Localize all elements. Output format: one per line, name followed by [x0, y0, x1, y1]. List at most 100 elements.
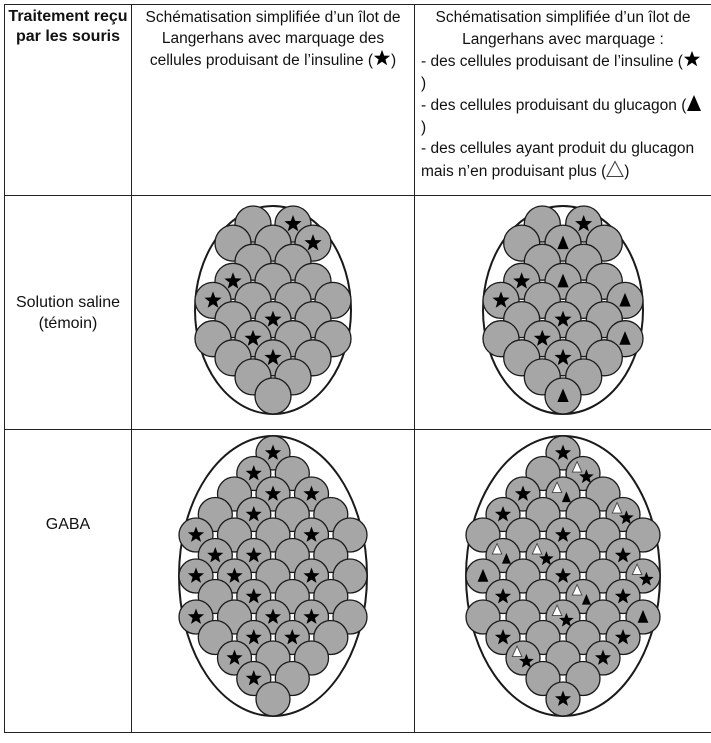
row-saline-label-cell: Solution saline (témoin) [4, 195, 132, 430]
islet-saline-multi-diagram [482, 205, 644, 415]
glucagon-triangle-icon [637, 609, 649, 623]
row-gaba: GABA [4, 429, 711, 733]
insulin-star-icon [554, 690, 572, 706]
insulin-star-icon [519, 653, 534, 668]
hollow-triangle-icon [606, 159, 625, 177]
insulin-star-icon [226, 567, 243, 583]
former-glucagon-triangle-icon [531, 542, 543, 555]
islet-gaba-insulin-diagram [178, 435, 368, 717]
header-insulin-marking: Schématisation simplifiée d’un îlot de L… [145, 9, 401, 69]
insulin-star-icon [513, 272, 531, 289]
header-multi-intro: Schématisation simplifiée d’un îlot de L… [435, 9, 691, 48]
former-glucagon-triangle-icon [571, 583, 583, 596]
insulin-star-icon [284, 215, 302, 232]
insulin-star-icon [264, 348, 282, 366]
legend-item-former-glucagon: - des cellules ayant produit du glucagon… [421, 140, 695, 180]
insulin-star-icon [492, 291, 510, 308]
insulin-star-icon [554, 310, 572, 327]
glucagon-triangle-icon [619, 292, 631, 307]
former-glucagon-triangle-icon [611, 501, 623, 514]
header-multi-marking: Schématisation simplifiée d’un îlot de L… [415, 5, 711, 182]
insulin-star-icon [204, 291, 222, 308]
insulin-star-icon [245, 465, 262, 481]
insulin-star-icon [245, 547, 262, 563]
former-glucagon-triangle-icon [511, 645, 523, 657]
insulin-star-icon [264, 608, 282, 624]
insulin-star-icon [575, 215, 593, 232]
insulin-star-icon [494, 588, 512, 604]
insulin-star-icon [514, 485, 532, 501]
header-insulin-cell: Schématisation simplifiée d’un îlot de L… [131, 4, 415, 196]
insulin-star-icon [303, 485, 320, 501]
row-gaba-label: GABA [45, 516, 91, 533]
star-icon [373, 49, 391, 66]
insulin-star-icon [554, 526, 572, 542]
insulin-star-icon [619, 510, 634, 525]
insulin-star-icon [539, 551, 554, 566]
header-insulin-text: Schématisation simplifiée d’un îlot de L… [145, 9, 401, 69]
insulin-star-icon [614, 588, 632, 604]
legend-item-insulin: - des cellules produisant de l’insuline … [421, 50, 705, 94]
insulin-star-icon [494, 506, 512, 522]
row-saline-label: Solution saline (témoin) [15, 293, 121, 332]
insulin-star-icon [554, 348, 572, 366]
islet-cell [255, 681, 291, 717]
glucagon-triangle-icon [561, 491, 571, 503]
insulin-star-icon [264, 485, 282, 501]
glucagon-triangle-icon [557, 388, 569, 403]
insulin-star-icon [303, 567, 320, 583]
header-treatment-cell: Traitement reçu par les souris [4, 4, 132, 196]
glucagon-triangle-icon [477, 568, 489, 582]
legend-item-glucagon: - des cellules produisant du glucagon () [421, 94, 705, 138]
glucagon-triangle-icon [501, 552, 511, 564]
insulin-star-icon [187, 567, 205, 583]
row-gaba-label-cell: GABA [4, 429, 132, 733]
insulin-star-icon [639, 571, 654, 586]
insulin-star-icon [559, 612, 574, 627]
glucagon-triangle-icon [581, 593, 591, 605]
islet-cell [254, 377, 292, 415]
former-glucagon-triangle-icon [491, 542, 503, 555]
insulin-star-icon [304, 234, 322, 251]
former-glucagon-triangle-icon [631, 563, 643, 575]
insulin-star-icon [264, 310, 282, 327]
insulin-star-icon [187, 608, 205, 624]
insulin-star-icon [303, 608, 320, 624]
insulin-star-icon [614, 629, 632, 645]
insulin-star-icon [284, 629, 301, 645]
insulin-star-icon [579, 469, 594, 484]
islet-saline-multi-cell [414, 195, 711, 430]
insulin-star-icon [244, 329, 262, 346]
insulin-star-icon [207, 547, 224, 563]
former-glucagon-triangle-icon [551, 604, 563, 616]
insulin-star-icon [554, 444, 572, 460]
filled-triangle-icon [687, 95, 702, 111]
insulin-star-icon [245, 588, 262, 604]
insulin-star-icon [224, 272, 242, 289]
insulin-star-icon [303, 526, 320, 542]
star-icon [683, 50, 701, 67]
insulin-star-icon [264, 444, 282, 460]
insulin-star-icon [554, 567, 572, 583]
glucagon-triangle-icon [557, 273, 569, 288]
insulin-star-icon [533, 329, 551, 346]
insulin-star-icon [245, 670, 262, 686]
header-treatment: Traitement reçu par les souris [8, 8, 128, 45]
insulin-star-icon [594, 649, 612, 665]
glucagon-triangle-icon [619, 331, 631, 345]
insulin-star-icon [614, 547, 632, 563]
islet-gaba-insulin-cell [131, 429, 415, 733]
islet-gaba-multi-diagram [465, 435, 661, 717]
insulin-star-icon [226, 649, 243, 665]
former-glucagon-triangle-icon [551, 481, 563, 493]
islet-gaba-multi-cell [414, 429, 711, 733]
insulin-star-icon [494, 629, 512, 645]
insulin-star-icon [245, 506, 262, 522]
islet-saline-insulin-diagram [194, 205, 352, 415]
insulin-star-icon [187, 526, 205, 542]
results-table: Traitement reçu par les souris Schématis… [4, 4, 711, 733]
glucagon-triangle-icon [557, 235, 569, 250]
row-saline: Solution saline (témoin) [4, 195, 711, 430]
header-row: Traitement reçu par les souris Schématis… [4, 4, 711, 196]
insulin-star-icon [245, 629, 262, 645]
